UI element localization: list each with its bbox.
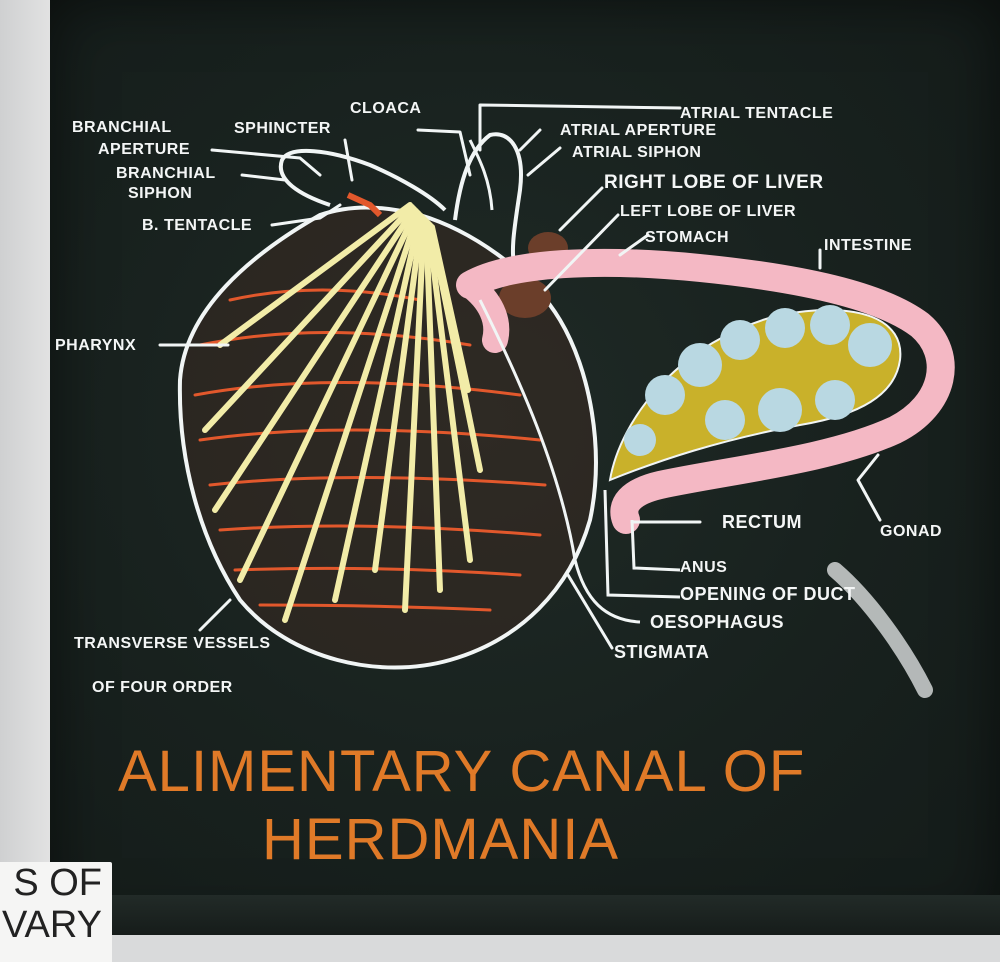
label-atrial-siphon: ATRIAL SIPHON: [572, 144, 701, 161]
label-transverse-vessels-1: TRANSVERSE VESSELS: [74, 635, 271, 652]
chart-title-line-2: HERDMANIA: [262, 806, 619, 873]
label-branchial-aperture-1: BRANCHIAL: [72, 119, 172, 136]
label-cloaca: CLOACA: [350, 100, 421, 117]
label-pharynx: PHARYNX: [55, 337, 136, 354]
caption-card-line-2: VARY: [0, 904, 112, 946]
caption-card-line-1: S OF: [0, 862, 112, 904]
label-branchial-aperture-2: APERTURE: [98, 141, 190, 158]
label-oesophagus: OESOPHAGUS: [650, 612, 784, 632]
label-right-lobe-of-liver: RIGHT LOBE OF LIVER: [604, 172, 824, 193]
label-sphincter: SPHINCTER: [234, 120, 331, 137]
label-atrial-tentacle: ATRIAL TENTACLE: [680, 105, 833, 122]
label-atrial-aperture: ATRIAL APERTURE: [560, 122, 717, 139]
label-stomach: STOMACH: [645, 229, 729, 246]
label-anus: ANUS: [680, 559, 727, 576]
label-opening-of-duct: OPENING OF DUCT: [680, 584, 856, 604]
label-branchial-siphon-2: SIPHON: [128, 185, 192, 202]
anus-duct: [632, 520, 680, 570]
label-branchial-siphon-1: BRANCHIAL: [116, 165, 216, 182]
label-stigmata: STIGMATA: [614, 642, 709, 662]
caption-card: S OF VARY: [0, 862, 112, 962]
label-left-lobe-of-liver: LEFT LOBE OF LIVER: [620, 203, 796, 220]
label-gonad: GONAD: [880, 523, 942, 540]
label-b-tentacle: B. TENTACLE: [142, 217, 252, 234]
label-rectum: RECTUM: [722, 512, 802, 532]
chart-title-line-1: ALIMENTARY CANAL OF: [118, 738, 805, 805]
label-intestine: INTESTINE: [824, 237, 912, 254]
label-transverse-vessels-2: OF FOUR ORDER: [92, 679, 233, 696]
